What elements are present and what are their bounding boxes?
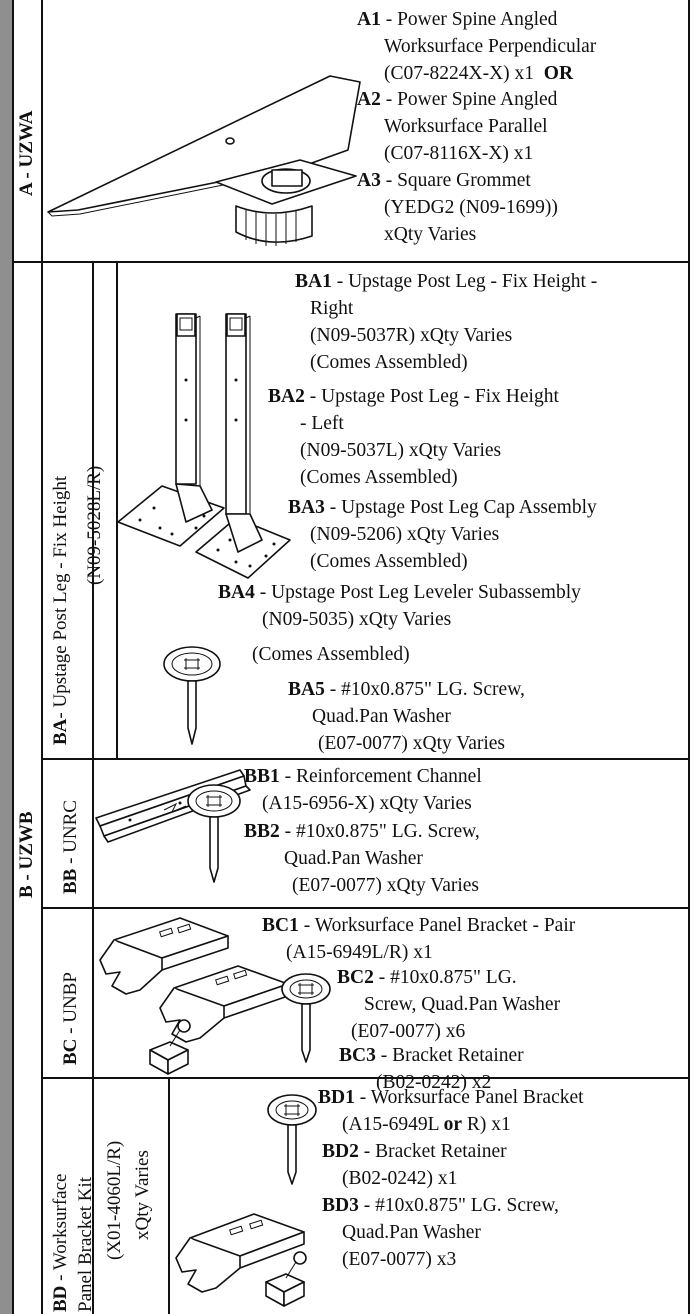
part-bd3: BD3 - #10x0.875" LG. Screw,	[322, 1194, 559, 1218]
part-bd1-line2: (A15-6949L or R) x1	[342, 1113, 511, 1137]
part-bd2-line2: (B02-0242) x1	[342, 1167, 457, 1191]
part-bd3-line2: Quad.Pan Washer	[342, 1221, 481, 1245]
part-bd2: BD2 - Bracket Retainer	[322, 1140, 507, 1164]
part-bd3-line3: (E07-0077) x3	[342, 1248, 456, 1272]
part-bd1: BD1 - Worksurface Panel Bracket	[318, 1086, 584, 1110]
